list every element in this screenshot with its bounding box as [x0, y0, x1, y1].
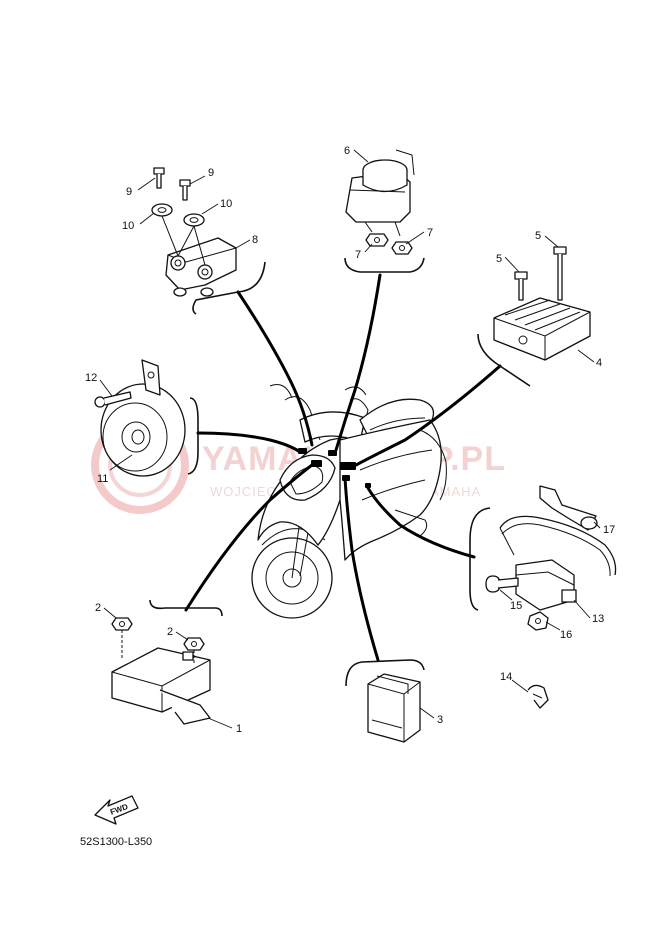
scooter-outline: [251, 384, 447, 619]
callout-7a: 7: [355, 249, 361, 261]
part-14-clamp: [527, 684, 549, 709]
callout-5a: 5: [496, 253, 502, 265]
leader-wire-11: [196, 431, 302, 454]
part-8-bracket: [151, 167, 237, 297]
part-1-ecu: [111, 617, 211, 725]
fwd-arrow-icon: FWD: [94, 795, 139, 825]
callout-14: 14: [500, 671, 512, 683]
diagram-code: 52S1300-L350: [80, 836, 152, 848]
callout-3: 3: [437, 714, 443, 726]
callout-16: 16: [560, 629, 572, 641]
callout-6: 6: [344, 145, 350, 157]
leader-wire-3: [343, 476, 380, 662]
part-13-ignition-coil: [485, 485, 617, 631]
callout-17: 17: [603, 524, 615, 536]
callout-13: 13: [592, 613, 604, 625]
callout-8: 8: [252, 234, 258, 246]
leader-wire-13: [366, 486, 476, 559]
part-11-horn: [94, 359, 186, 477]
callout-15: 15: [510, 600, 522, 612]
callout-4: 4: [596, 357, 602, 369]
callout-labels: 1 2 2 3 4 5 5 6 7 7 8 9 9 10 10 11 12 13…: [85, 145, 615, 735]
callout-7b: 7: [427, 227, 433, 239]
callout-9b: 9: [208, 167, 214, 179]
callout-12: 12: [85, 372, 97, 384]
callout-5b: 5: [535, 230, 541, 242]
wiring-leaders: [184, 273, 502, 662]
leader-wire-1: [184, 463, 314, 612]
part-6-relay: [345, 149, 415, 255]
leader-wire-4: [354, 364, 502, 467]
leader-wire-8: [236, 290, 314, 447]
callout-2a: 2: [95, 602, 101, 614]
callout-11: 11: [97, 473, 108, 485]
callout-2b: 2: [167, 626, 173, 638]
part-4-regulator: [493, 246, 591, 361]
callout-1: 1: [236, 723, 242, 735]
leader-wire-6: [334, 273, 382, 452]
part-3-relay: [367, 673, 421, 743]
callout-10a: 10: [122, 220, 134, 232]
group-brackets: [149, 257, 531, 687]
callout-leaders: [99, 149, 601, 729]
callout-10b: 10: [220, 198, 232, 210]
callout-9a: 9: [126, 186, 132, 198]
